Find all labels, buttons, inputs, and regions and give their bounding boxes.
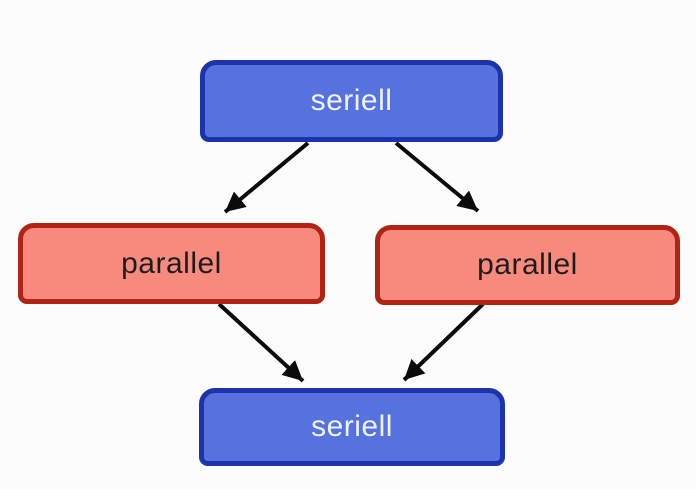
- node-parallel-left-label: parallel: [121, 246, 222, 280]
- arrow-right-parallel-to-bottom-seriell: [402, 302, 485, 382]
- node-seriell-top-label: seriell: [310, 84, 393, 117]
- node-parallel-right-label: parallel: [477, 248, 578, 281]
- node-seriell-bottom: seriell: [199, 388, 505, 466]
- arrow-top-seriell-to-left-parallel: [223, 141, 310, 214]
- node-seriell-bottom-label: seriell: [311, 410, 393, 443]
- node-parallel-left: parallel: [18, 223, 325, 304]
- node-parallel-right: parallel: [375, 225, 680, 305]
- arrow-left-parallel-to-bottom-seriell: [217, 302, 305, 383]
- node-seriell-top: seriell: [200, 60, 503, 142]
- arrow-top-seriell-to-right-parallel: [394, 141, 480, 213]
